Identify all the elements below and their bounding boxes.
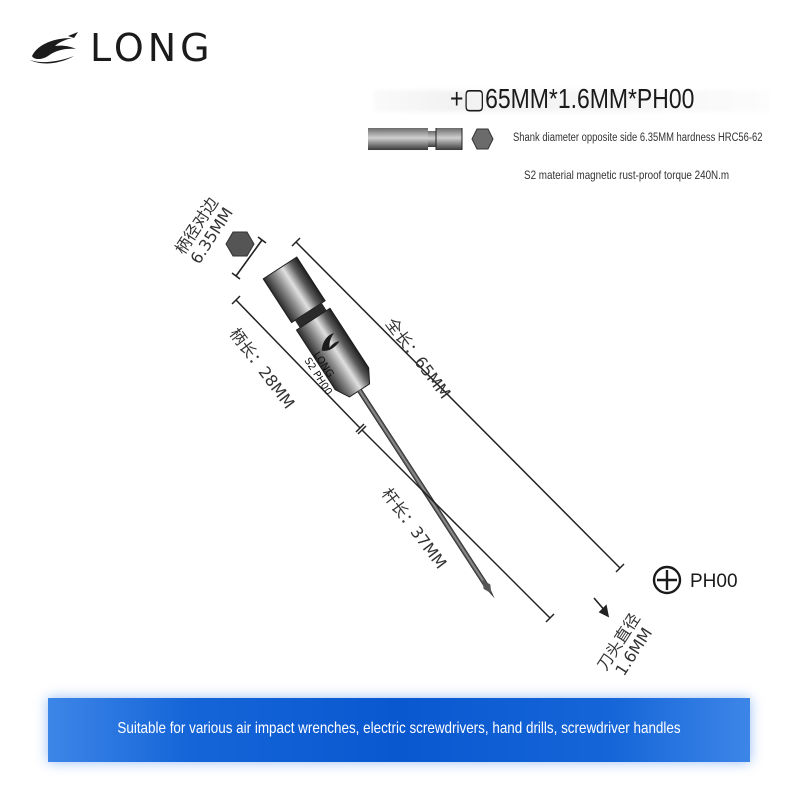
brand-logo: LONG <box>28 26 278 70</box>
hexagon-icon <box>225 231 255 257</box>
shank-side-view <box>368 128 494 150</box>
hexagon-icon <box>471 128 494 150</box>
shank-hex-dimension <box>231 236 267 280</box>
brand-name: LONG <box>90 26 214 70</box>
rod-length-dimension <box>357 425 555 623</box>
spec-line-1: Shank diameter opposite side 6.35MM hard… <box>513 132 763 144</box>
spec-line-2: S2 material magnetic rust-proof torque 2… <box>524 168 730 182</box>
product-title: +▢65MM*1.6MM*PH00 <box>450 83 695 114</box>
shank-length-dimension <box>231 295 365 433</box>
tip-type-label: PH00 <box>690 571 738 592</box>
overall-length-dimension <box>291 237 625 573</box>
usage-banner: Suitable for various air impact wrenches… <box>48 698 750 762</box>
phillips-cross-icon <box>652 565 682 595</box>
usage-banner-text: Suitable for various air impact wrenches… <box>117 720 681 737</box>
long-swoosh-logo-icon <box>30 32 78 64</box>
tip-diameter-arrow <box>593 597 610 618</box>
screwdriver-bit <box>262 256 495 599</box>
title-shadow-band <box>374 90 769 112</box>
